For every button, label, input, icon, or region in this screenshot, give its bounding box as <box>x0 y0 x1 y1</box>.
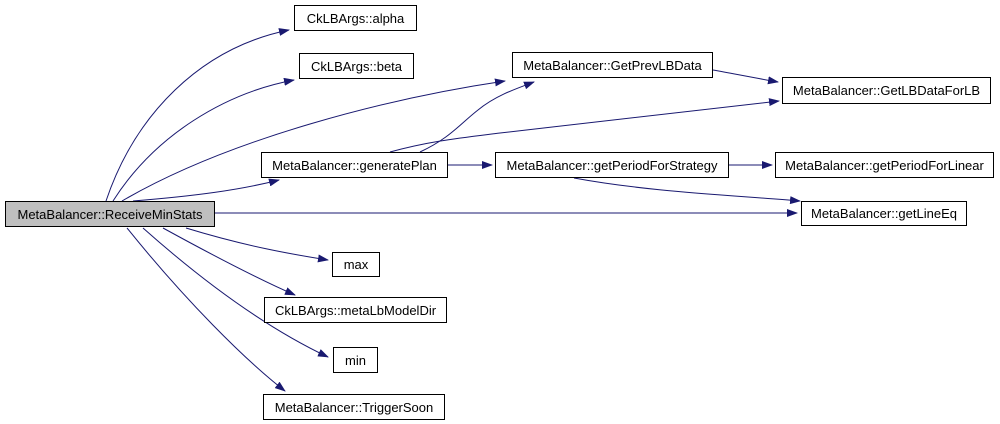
node-receiveminstats: MetaBalancer::ReceiveMinStats <box>5 201 215 227</box>
edge-receiveminstats-to-getprevlbdata <box>121 78 506 202</box>
node-alpha[interactable]: CkLBArgs::alpha <box>294 5 417 31</box>
node-getperiodforlinear[interactable]: MetaBalancer::getPeriodForLinear <box>775 152 994 178</box>
node-metalbmodeldir[interactable]: CkLBArgs::metaLbModelDir <box>264 297 447 323</box>
node-beta[interactable]: CkLBArgs::beta <box>299 53 414 79</box>
node-min[interactable]: min <box>333 347 378 373</box>
node-getlbdataforlb[interactable]: MetaBalancer::GetLBDataForLB <box>782 77 991 104</box>
edge-receiveminstats-to-max <box>185 227 329 263</box>
node-max[interactable]: max <box>332 252 380 277</box>
edge-generateplan-to-getlbdataforlb <box>389 98 780 153</box>
edge-generateplan-to-getprevlbdata <box>419 81 535 153</box>
edge-receiveminstats-to-generateplan <box>132 178 280 202</box>
edge-receiveminstats-to-triggersoon <box>126 227 286 392</box>
edge-receiveminstats-to-metalbmodeldir <box>162 227 296 296</box>
edge-receiveminstats-to-beta <box>112 77 295 202</box>
node-generateplan[interactable]: MetaBalancer::generatePlan <box>261 152 448 178</box>
node-triggersoon[interactable]: MetaBalancer::TriggerSoon <box>263 394 445 420</box>
edge-receiveminstats-to-alpha <box>105 28 290 202</box>
edge-receiveminstats-to-min <box>142 227 329 358</box>
node-getlineeq[interactable]: MetaBalancer::getLineEq <box>801 201 967 226</box>
edge-getperiodforstrategy-to-getlineeq <box>573 177 801 205</box>
edge-getprevlbdata-to-getlbdataforlb <box>712 69 779 85</box>
node-getperiodforstrategy[interactable]: MetaBalancer::getPeriodForStrategy <box>495 152 729 178</box>
node-getprevlbdata[interactable]: MetaBalancer::GetPrevLBData <box>512 52 713 78</box>
